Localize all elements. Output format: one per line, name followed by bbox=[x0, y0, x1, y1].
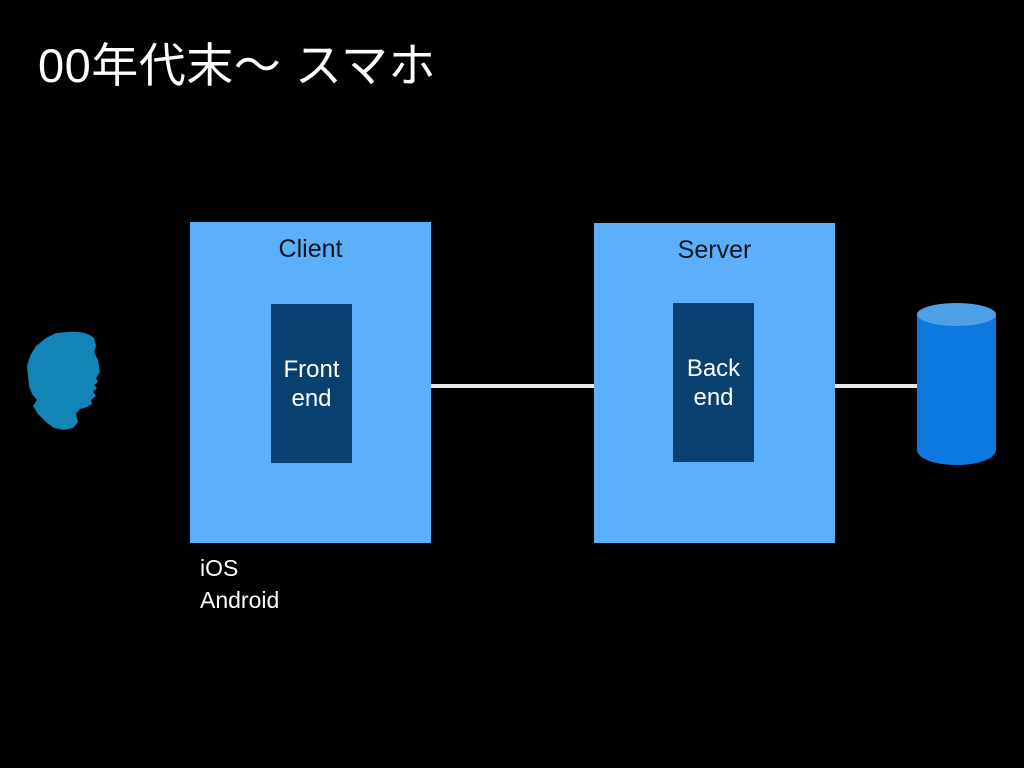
backend-box: Back end bbox=[673, 303, 754, 462]
user-head-silhouette-svg bbox=[27, 331, 100, 430]
backend-box-label: Back end bbox=[686, 354, 741, 411]
connector-client-server bbox=[431, 384, 594, 388]
database-cylinder-body bbox=[917, 314, 996, 465]
frontend-box-label: Front end bbox=[283, 355, 340, 412]
server-zone-label: Server bbox=[677, 236, 752, 264]
platform-list: iOS Android bbox=[200, 552, 279, 616]
platform-list-item: iOS bbox=[200, 555, 239, 581]
platform-list-item: Android bbox=[200, 587, 280, 613]
frontend-box: Front end bbox=[271, 304, 352, 463]
page-title: 00年代末〜 スマホ bbox=[38, 39, 436, 92]
connector-server-database bbox=[835, 384, 918, 388]
database-cylinder-icon bbox=[917, 303, 996, 465]
database-cylinder-top bbox=[917, 303, 996, 326]
client-zone-label: Client bbox=[278, 235, 343, 263]
user-head-icon bbox=[24, 330, 114, 436]
server-zone-box: Server bbox=[594, 223, 835, 543]
